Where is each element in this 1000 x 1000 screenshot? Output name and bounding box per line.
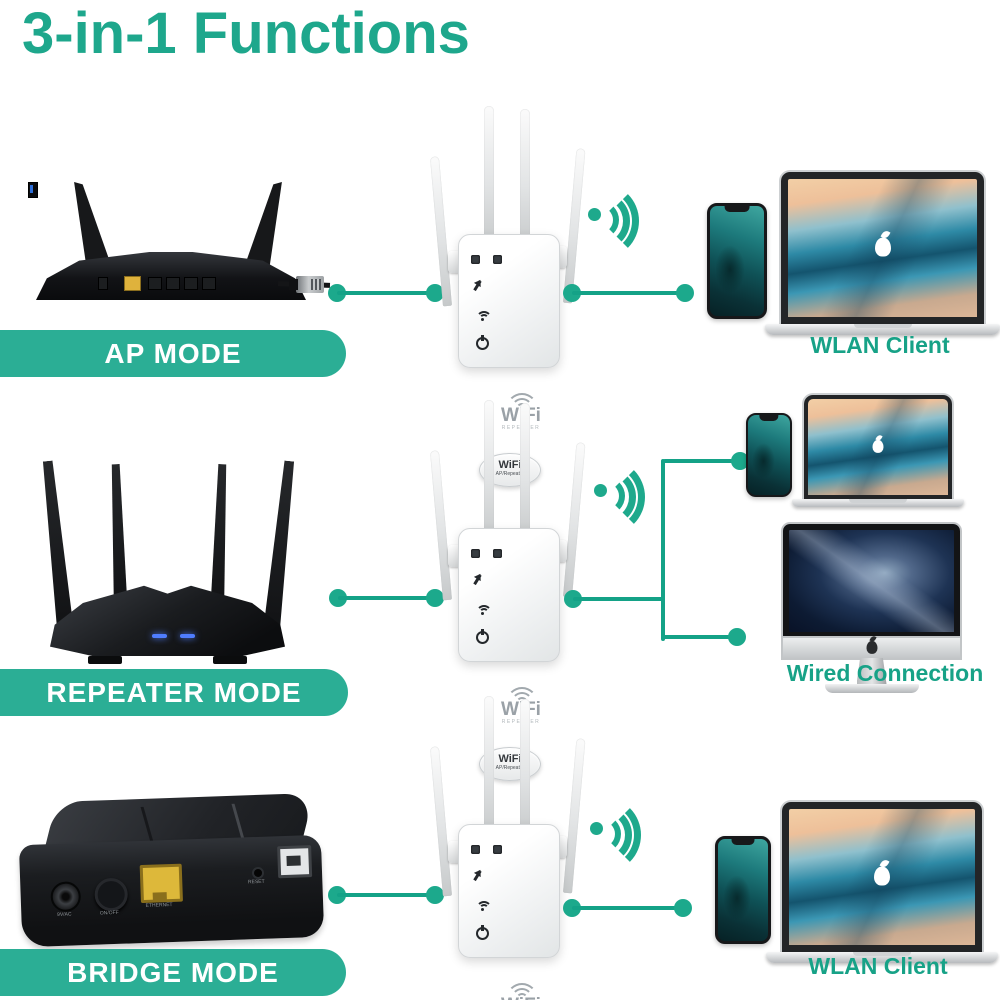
laptop (766, 802, 998, 963)
wifi-arcs-icon (506, 983, 538, 997)
reset-pinhole (251, 866, 265, 880)
connection-line (338, 596, 435, 600)
ethernet-port (139, 863, 183, 904)
imac-screen (783, 524, 960, 638)
led-indicator (471, 549, 480, 558)
wifi-led-icon (476, 901, 492, 911)
apple-logo (874, 866, 890, 886)
router-body (50, 585, 285, 656)
power-led-icon (476, 925, 489, 940)
laptop (765, 172, 1000, 335)
laptop-screen (804, 395, 952, 499)
repeater-antenna (429, 450, 452, 601)
power-led-icon (476, 629, 489, 644)
connector-dot (426, 886, 444, 904)
led-indicator (493, 845, 502, 854)
wifi-signal-icon (584, 182, 646, 259)
repeater-antenna (520, 699, 530, 839)
repeater-device: WiFi REPEATER WiFi AP/Repeater (429, 400, 586, 781)
wlan-client-label: WLAN Client (810, 332, 950, 358)
repeater-device: WiFi REPEATER WiFi AP/Repeater (429, 106, 586, 487)
repeater-antenna (520, 403, 530, 543)
repeater-antenna (520, 109, 530, 249)
repeater-body: WiFi REPEATER WiFi AP/Repeater (458, 824, 560, 1000)
smartphone (746, 413, 792, 497)
led-indicator (493, 255, 502, 264)
apple-logo (872, 439, 884, 453)
wifi-led-icon (476, 605, 492, 615)
connection-line (572, 906, 683, 910)
connection-line (572, 291, 685, 295)
led-indicator (471, 845, 480, 854)
connector-dot (676, 284, 694, 302)
wifi-arcs-icon (506, 687, 538, 701)
repeater-antenna (484, 696, 494, 838)
repeater-body: WiFi REPEATER WiFi AP/Repeater (458, 528, 560, 781)
repeater-antenna (484, 400, 494, 542)
wan-port (124, 276, 141, 291)
rj45-connector (289, 276, 324, 293)
bridge-mode-banner: BRIDGE MODE (0, 949, 346, 996)
led-indicator (493, 549, 502, 558)
connection-line (337, 893, 435, 897)
power-button (94, 877, 129, 912)
connector-dot (674, 899, 692, 917)
repeater-device: WiFi REPEATER WiFi AP/Repeater (429, 696, 586, 1000)
repeater-body: WiFi REPEATER WiFi AP/Repeater (458, 234, 560, 487)
ap-router-photo (28, 182, 331, 304)
usb-port (28, 182, 38, 198)
connector-dot (728, 628, 746, 646)
smartphone (707, 203, 767, 319)
ap-mode-banner: AP MODE (0, 330, 346, 377)
connector-dot (731, 452, 749, 470)
connection-line (663, 459, 740, 463)
repeater-antenna (429, 746, 452, 897)
signal-led-icon (473, 870, 482, 881)
connector-dot (426, 589, 444, 607)
power-led-icon (476, 335, 489, 350)
signal-led-icon (473, 574, 482, 585)
wired-connection-label: Wired Connection (786, 660, 984, 686)
laptop-screen (782, 802, 982, 952)
signal-led-icon (473, 280, 482, 291)
repeater-mode-banner: REPEATER MODE (0, 669, 348, 716)
wifi-signal-icon (590, 458, 652, 535)
led-indicator (180, 634, 196, 638)
imac-desktop (783, 524, 960, 693)
wifi-signal-icon (586, 796, 648, 873)
connector-dot (426, 284, 444, 302)
page-title: 3-in-1 Functions (22, 1, 470, 66)
source-router-photo (40, 452, 295, 664)
connection-line (661, 459, 665, 641)
modem-photo: 9V/AC ON/OFF ETHERNET RESET (17, 792, 325, 955)
connection-line (663, 635, 737, 639)
router-antenna (262, 460, 298, 641)
laptop (792, 395, 964, 507)
connection-line (337, 291, 435, 295)
dc-power-jack (50, 881, 82, 913)
led-indicator (152, 634, 168, 638)
apple-logo (866, 640, 877, 654)
repeater-antenna (484, 106, 494, 248)
smartphone (715, 836, 771, 944)
laptop-screen (781, 172, 984, 324)
apple-logo (874, 237, 891, 257)
lan-port (277, 845, 313, 879)
repeater-printed-logo: WiFi REPEATER (490, 983, 552, 1000)
wlan-client-label: WLAN Client (808, 953, 948, 979)
wifi-led-icon (476, 311, 492, 321)
modem-back-panel: 9V/AC ON/OFF ETHERNET RESET (18, 834, 325, 948)
led-indicator (471, 255, 480, 264)
connection-line (573, 597, 663, 601)
